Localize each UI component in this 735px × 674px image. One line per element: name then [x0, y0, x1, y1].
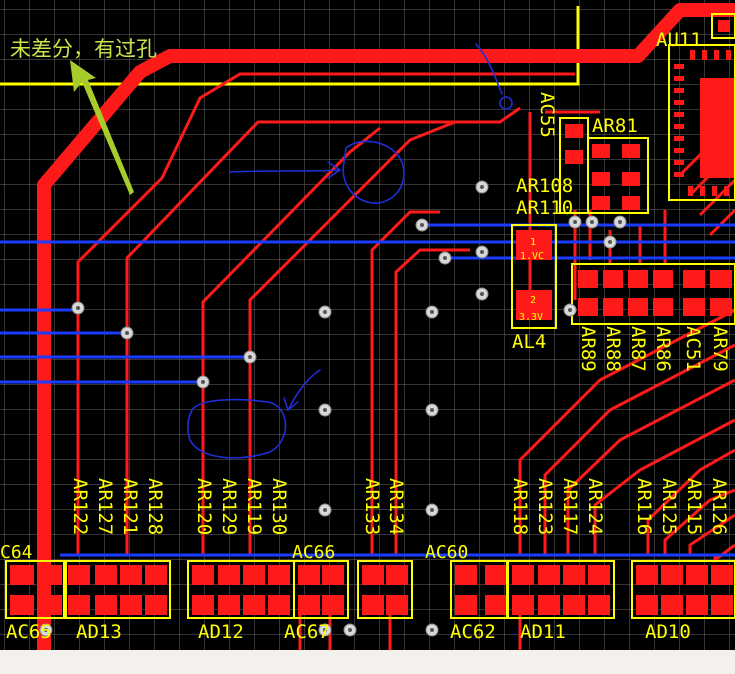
- power-trace[interactable]: [37, 3, 735, 650]
- bottom-strip: [0, 650, 735, 674]
- annotation-text: 未差分，有过孔: [10, 37, 157, 61]
- via-hole: [430, 508, 434, 512]
- via-hole: [323, 408, 327, 412]
- label-bottom-lower: AC62: [450, 621, 496, 643]
- label-bottom-upper: AR124: [584, 478, 606, 535]
- label-bottom-upper: AR122: [69, 478, 91, 535]
- label-bottom-upper: AR118: [509, 478, 531, 535]
- label-al4: AL4: [512, 331, 546, 353]
- annotation-arrow: [70, 60, 134, 195]
- label-bottom-lower: AC67: [284, 621, 330, 643]
- via-hole: [430, 310, 434, 314]
- via-hole: [323, 508, 327, 512]
- label-right-column: AR88: [602, 326, 624, 372]
- label-bottom-upper: AR119: [243, 478, 265, 535]
- via-hole: [420, 223, 424, 227]
- label-bottom-upper: AR121: [119, 478, 141, 535]
- label-al4-pin1: 1: [530, 237, 536, 248]
- label-al4-pin1-net: 1.VC: [520, 251, 544, 262]
- via-hole: [323, 310, 327, 314]
- via-hole: [443, 256, 447, 260]
- label-ar81: AR81: [592, 115, 638, 137]
- label-right-column: AR89: [577, 326, 599, 372]
- label-ac66: AC66: [292, 542, 335, 563]
- via-hole: [618, 220, 622, 224]
- via-hole: [76, 306, 80, 310]
- label-bottom-upper: AR115: [683, 478, 705, 535]
- resistor-cluster-ar81[interactable]: [559, 117, 649, 214]
- via-hole: [480, 292, 484, 296]
- label-bottom-upper: AR134: [385, 478, 407, 535]
- label-right-column: AR86: [652, 326, 674, 372]
- label-ar108: AR108: [516, 175, 573, 197]
- label-au11: AU11: [656, 29, 702, 51]
- via-hole: [430, 408, 434, 412]
- via-hole: [125, 331, 129, 335]
- via-hole: [348, 628, 352, 632]
- label-bottom-lower: AC65: [6, 621, 52, 643]
- via-hole: [573, 220, 577, 224]
- label-ac55: AC55: [536, 92, 558, 138]
- via-hole: [608, 240, 612, 244]
- via-hole: [480, 250, 484, 254]
- label-bottom-upper: AR130: [268, 478, 290, 535]
- via-hole: [480, 185, 484, 189]
- via-group[interactable]: [39, 180, 627, 637]
- label-bottom-lower: AD12: [198, 621, 244, 643]
- label-ar110: AR110: [516, 197, 573, 219]
- label-bottom-lower: AD10: [645, 621, 691, 643]
- via-hole: [568, 308, 572, 312]
- label-bottom-upper: AR125: [658, 478, 680, 535]
- pen-annotations: [187, 43, 513, 459]
- label-bottom-upper: AR129: [218, 478, 240, 535]
- label-bottom-upper: AR117: [559, 478, 581, 535]
- bottom-resistor-arrays[interactable]: [5, 560, 735, 619]
- label-bottom-upper: AR127: [94, 478, 116, 535]
- label-ac60: AC60: [425, 542, 468, 563]
- label-bottom-upper: AR126: [708, 478, 730, 535]
- label-right-column: AC51: [682, 326, 704, 372]
- label-bottom-upper: AR116: [633, 478, 655, 535]
- via-hole: [430, 628, 434, 632]
- label-bottom-upper: AR120: [193, 478, 215, 535]
- label-bottom-lower: AD13: [76, 621, 122, 643]
- via-hole: [44, 628, 48, 632]
- label-al4-pin2: 2: [530, 295, 536, 306]
- label-al4-pin2-net: 3.3V: [519, 312, 543, 323]
- via-hole: [248, 355, 252, 359]
- au11-ic[interactable]: [668, 13, 735, 201]
- via-hole: [590, 220, 594, 224]
- right-resistor-row[interactable]: [571, 263, 735, 325]
- label-right-column: AR87: [627, 326, 649, 372]
- label-bottom-upper: AR133: [361, 478, 383, 535]
- label-bottom-lower: AD11: [520, 621, 566, 643]
- label-bottom-upper: AR123: [534, 478, 556, 535]
- label-bottom-upper: AR128: [144, 478, 166, 535]
- label-right-column: AR79: [709, 326, 731, 372]
- via-hole: [201, 380, 205, 384]
- al4-component[interactable]: [511, 224, 557, 329]
- via-hole: [323, 628, 327, 632]
- label-c64: C64: [0, 542, 33, 563]
